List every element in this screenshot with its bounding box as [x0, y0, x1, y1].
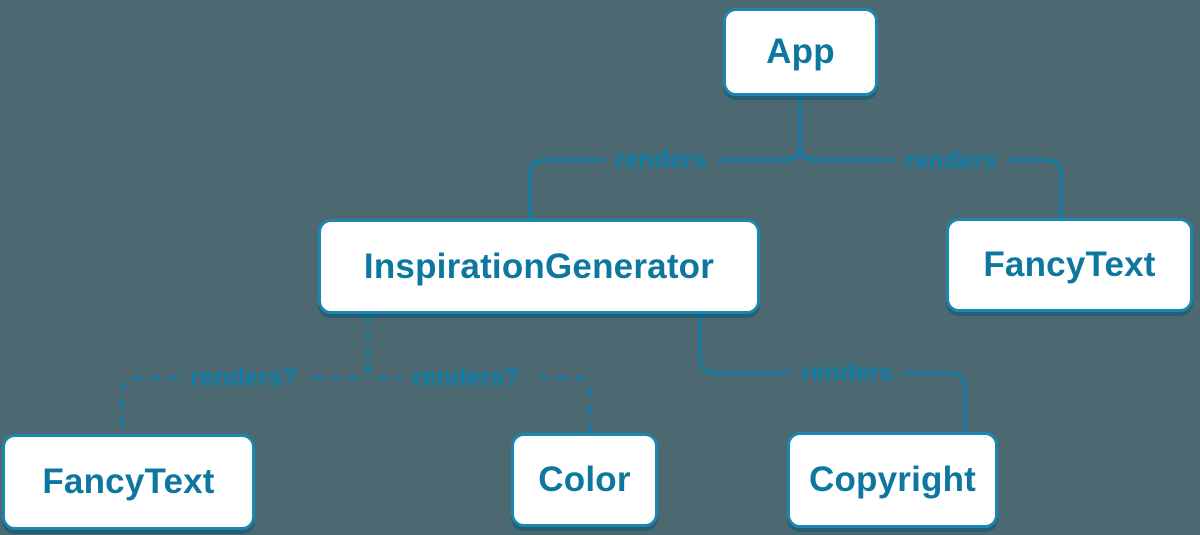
edge-app-fancytext	[798, 145, 1063, 218]
edge-label-renders-app-inspirationgenerator: renders	[604, 146, 718, 174]
edge-app-inspirationgenerator	[528, 145, 802, 219]
node-fancy-text-top-label: FancyText	[983, 245, 1156, 284]
edge-label-renders-conditional-color: renders?	[401, 364, 531, 392]
node-copyright: Copyright	[787, 432, 998, 528]
edge-inspirationgenerator-fancytext-dashed	[120, 363, 370, 434]
edge-inspirationgenerator-color-dashed	[366, 363, 592, 433]
node-fancy-text-bottom: FancyText	[2, 434, 255, 530]
node-inspiration-generator: InspirationGenerator	[318, 219, 760, 314]
node-color: Color	[511, 433, 658, 527]
node-fancy-text-top: FancyText	[946, 218, 1193, 312]
edge-label-renders-app-fancytext: renders	[894, 147, 1008, 175]
node-app: App	[723, 8, 878, 96]
node-fancy-text-bottom-label: FancyText	[42, 462, 215, 501]
node-app-label: App	[766, 32, 835, 71]
node-copyright-label: Copyright	[808, 460, 977, 499]
node-inspiration-generator-label: InspirationGenerator	[363, 246, 715, 286]
edge-label-renders-inspirationgenerator-copyright: renders	[790, 359, 904, 387]
node-color-label: Color	[538, 460, 631, 499]
edge-label-renders-conditional-fancytext: renders?	[179, 364, 309, 392]
